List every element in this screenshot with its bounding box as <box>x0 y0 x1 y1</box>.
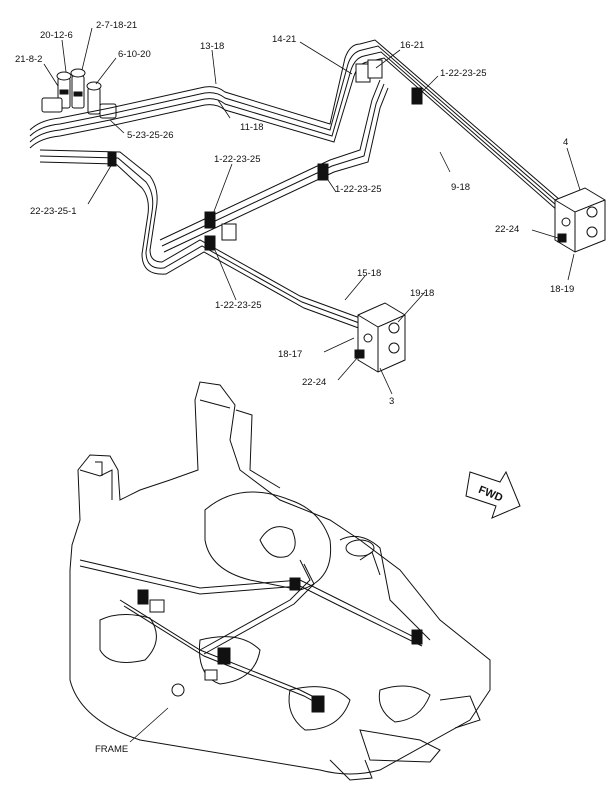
fwd-arrow <box>465 470 521 519</box>
callout-5-23-25-26: 5-23-25-26 <box>127 130 173 141</box>
left-fitting-group <box>41 68 117 119</box>
callout-1-22-23-25-top: 1-22-23-25 <box>440 68 486 79</box>
frame-label: FRAME <box>95 744 128 755</box>
callout-22-24-low: 22-24 <box>302 377 326 388</box>
callout-3: 3 <box>389 396 394 407</box>
callout-19-18: 19-18 <box>410 288 434 299</box>
callout-2-7-18-21: 2-7-18-21 <box>96 20 137 31</box>
valve-block-4 <box>554 187 606 253</box>
callout-16-21: 16-21 <box>400 40 424 51</box>
tube-clamps <box>107 59 423 251</box>
callout-1-22-23-25-mid: 1-22-23-25 <box>214 154 260 165</box>
callout-13-18: 13-18 <box>200 41 224 52</box>
leader-lines <box>43 27 581 395</box>
callout-9-18: 9-18 <box>451 182 470 193</box>
upper-tube-assembly <box>29 39 606 373</box>
tube-bundle-lower <box>39 79 389 331</box>
callout-22-24-right: 22-24 <box>495 224 519 235</box>
callout-18-19: 18-19 <box>550 284 574 295</box>
callout-14-21: 14-21 <box>272 34 296 45</box>
valve-block-3 <box>354 302 406 373</box>
callout-4: 4 <box>563 137 568 148</box>
callout-11-18: 11-18 <box>240 122 264 133</box>
callout-18-17: 18-17 <box>278 349 302 360</box>
callout-22-23-25-1: 22-23-25-1 <box>30 206 76 217</box>
machine-frame <box>69 381 491 781</box>
frame-leader <box>129 707 169 743</box>
callout-1-22-23-25-low: 1-22-23-25 <box>215 300 261 311</box>
tube-bundle-top <box>29 39 567 219</box>
callout-6-10-20: 6-10-20 <box>118 49 151 60</box>
callout-21-8-2: 21-8-2 <box>15 54 42 65</box>
callout-1-22-23-25-right: 1-22-23-25 <box>335 184 381 195</box>
callout-15-18: 15-18 <box>357 268 381 279</box>
callout-20-12-6: 20-12-6 <box>40 30 73 41</box>
